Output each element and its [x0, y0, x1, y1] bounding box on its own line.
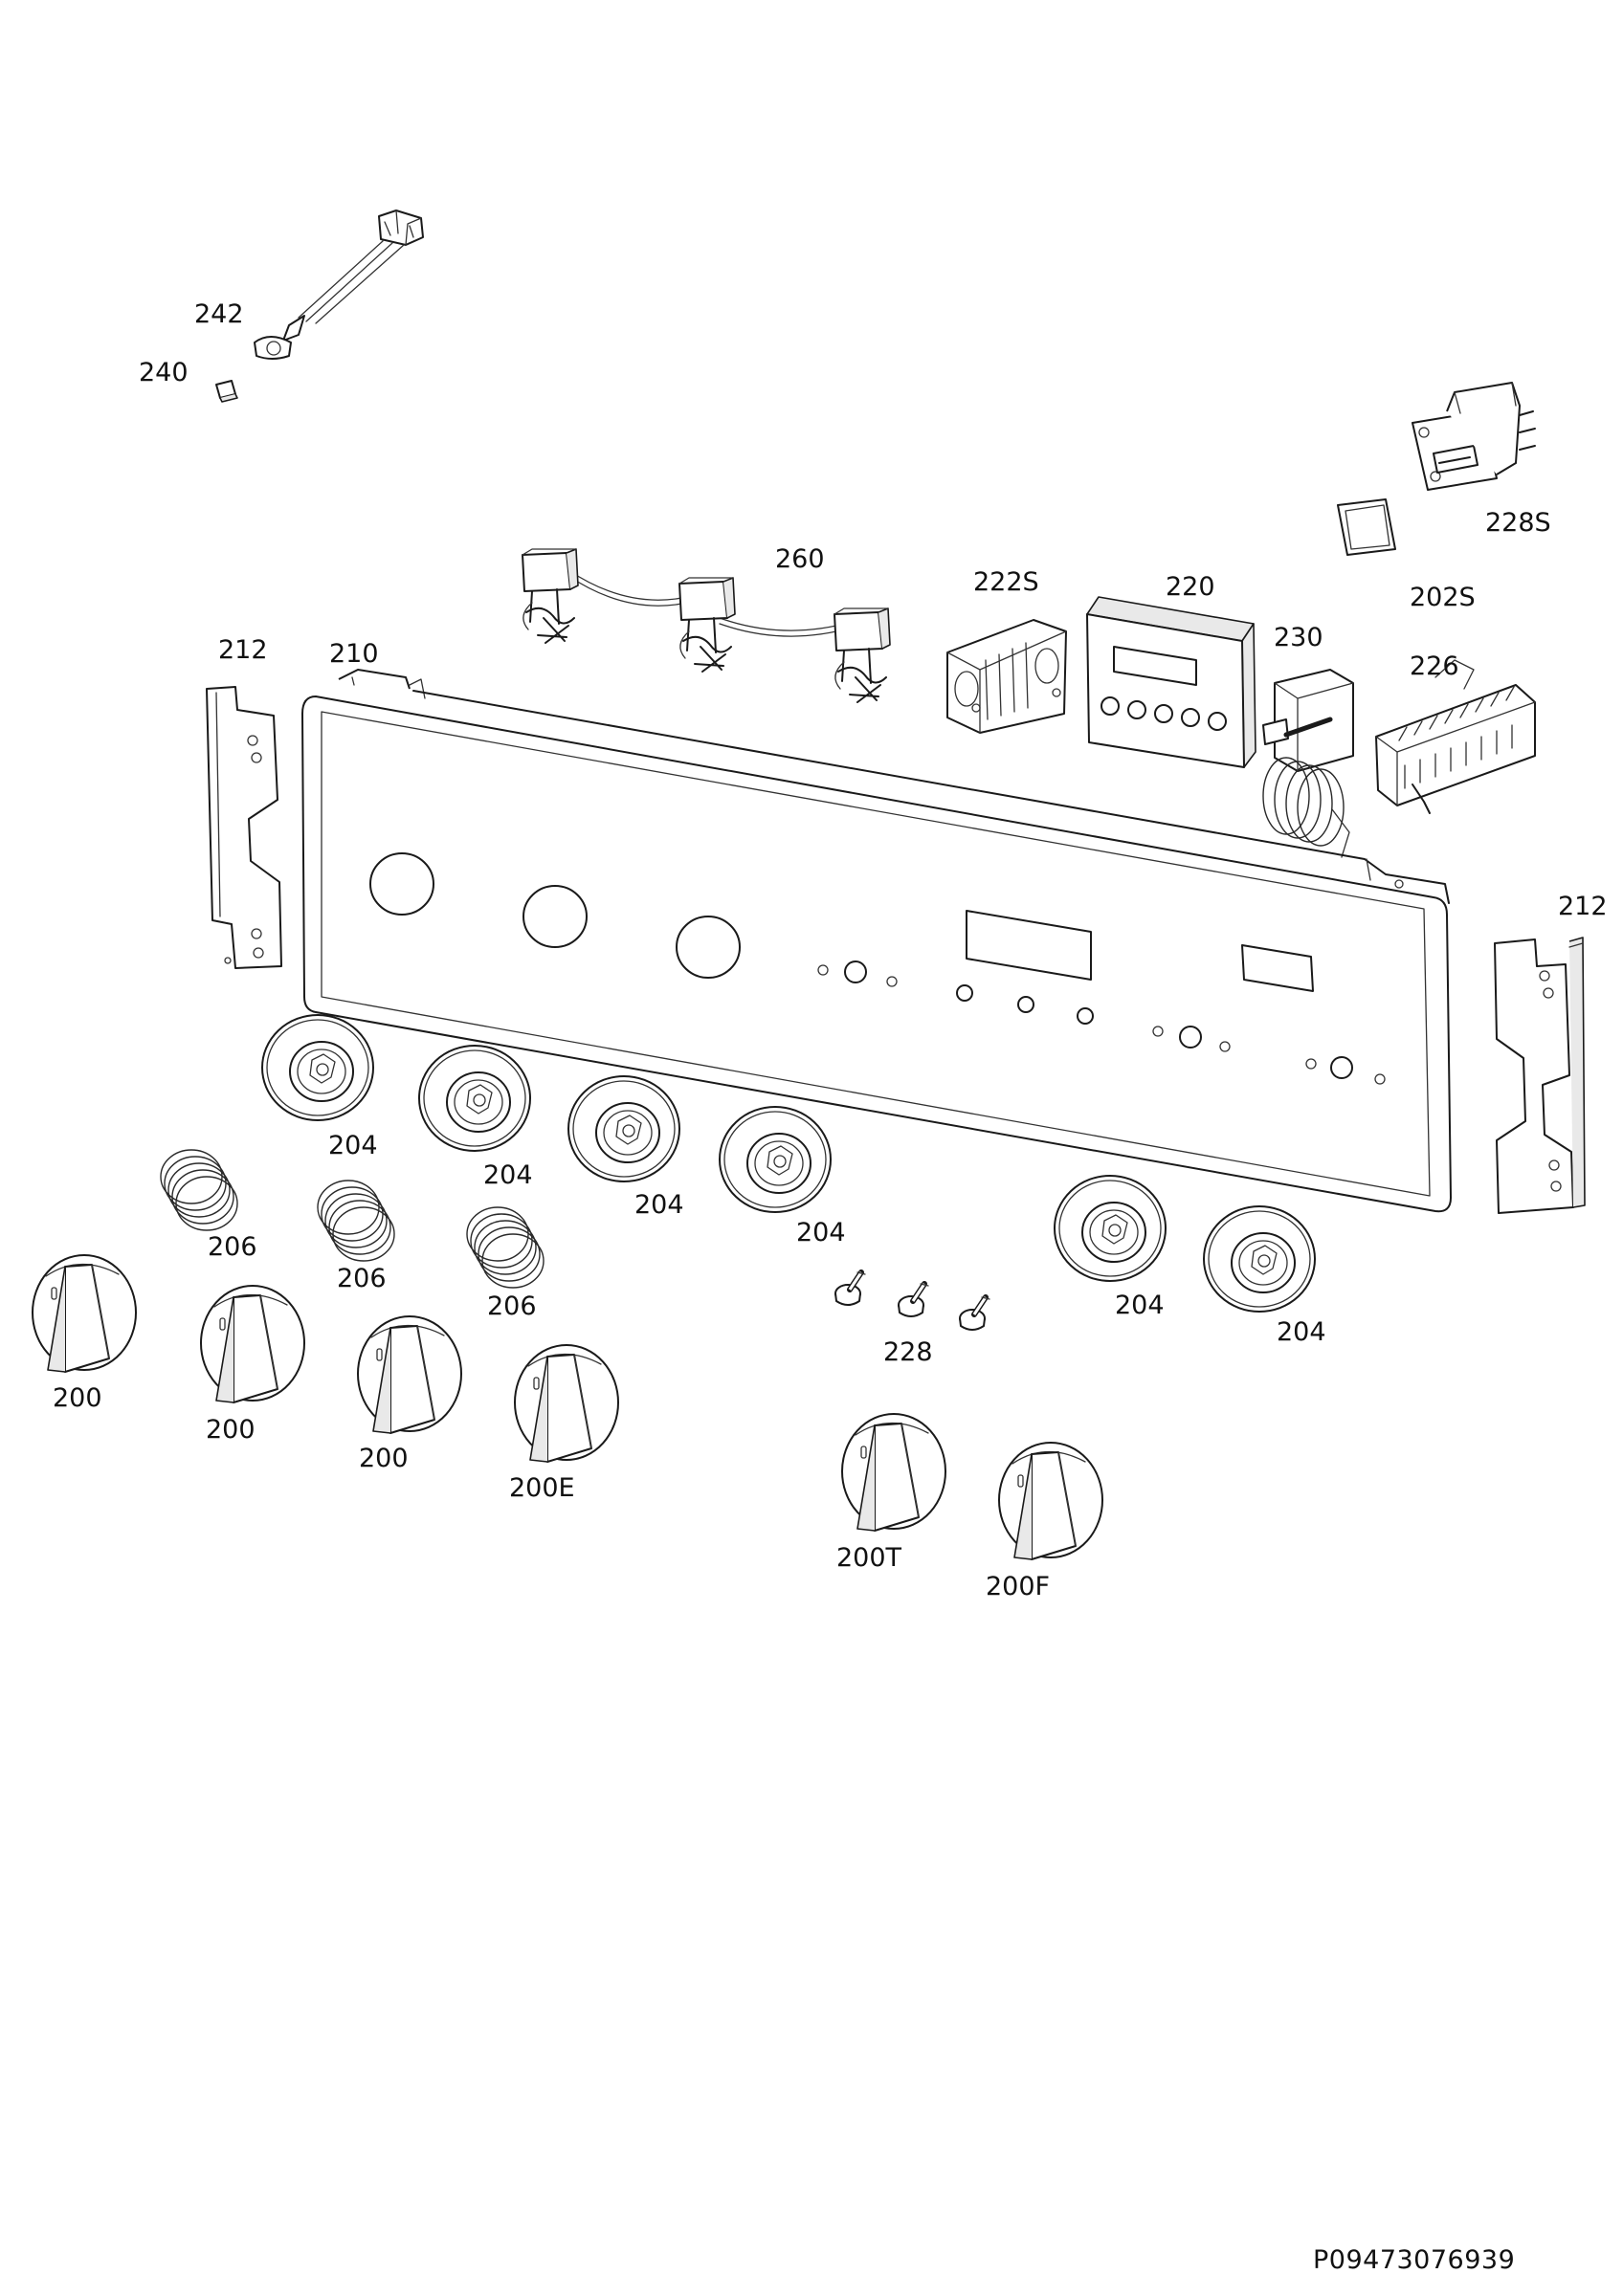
part-212-right-bracket [1494, 937, 1586, 1214]
label-222s: 222S [973, 567, 1039, 597]
part-210-control-panel [301, 669, 1452, 1213]
label-204-4: 204 [796, 1218, 846, 1247]
label-204-3: 204 [634, 1190, 684, 1220]
label-242: 242 [194, 299, 244, 329]
part-200-knobs [32, 1254, 1103, 1560]
label-212-right: 212 [1558, 892, 1608, 921]
label-200t: 200T [836, 1543, 902, 1573]
document-id: P09473076939 [1313, 2245, 1515, 2275]
label-200-1: 200 [53, 1383, 102, 1413]
label-204-5: 204 [1115, 1291, 1165, 1320]
part-202s-lens [1337, 498, 1396, 556]
label-200e: 200E [509, 1473, 575, 1503]
label-210: 210 [329, 639, 379, 669]
label-230: 230 [1274, 623, 1323, 652]
label-200f: 200F [986, 1572, 1050, 1601]
label-228: 228 [883, 1337, 933, 1367]
part-228s-switch [1412, 382, 1536, 491]
part-220-electronic-timer [1086, 596, 1256, 768]
part-230-thermostat [1262, 669, 1354, 858]
label-226: 226 [1410, 651, 1459, 681]
part-222s-selector-switch [946, 619, 1067, 734]
label-204-2: 204 [483, 1160, 533, 1190]
part-260-harness [522, 548, 891, 703]
part-240-small-cap [215, 380, 238, 403]
label-204-1: 204 [328, 1131, 378, 1160]
label-200-3: 200 [359, 1444, 409, 1473]
label-240: 240 [139, 358, 189, 387]
label-212-left: 212 [218, 635, 268, 665]
label-228s: 228S [1485, 508, 1551, 538]
part-212-left-bracket [206, 686, 282, 969]
label-260: 260 [775, 544, 825, 574]
label-206-2: 206 [337, 1264, 387, 1293]
label-206-3: 206 [487, 1292, 537, 1321]
label-220: 220 [1166, 572, 1215, 602]
label-202s: 202S [1410, 583, 1476, 612]
part-242-connector-cable [254, 210, 424, 360]
label-204-6: 204 [1277, 1317, 1326, 1347]
label-200-2: 200 [206, 1415, 256, 1445]
part-228-studs [835, 1272, 989, 1330]
label-206-1: 206 [208, 1232, 257, 1262]
part-226-terminal-block [1375, 659, 1536, 814]
